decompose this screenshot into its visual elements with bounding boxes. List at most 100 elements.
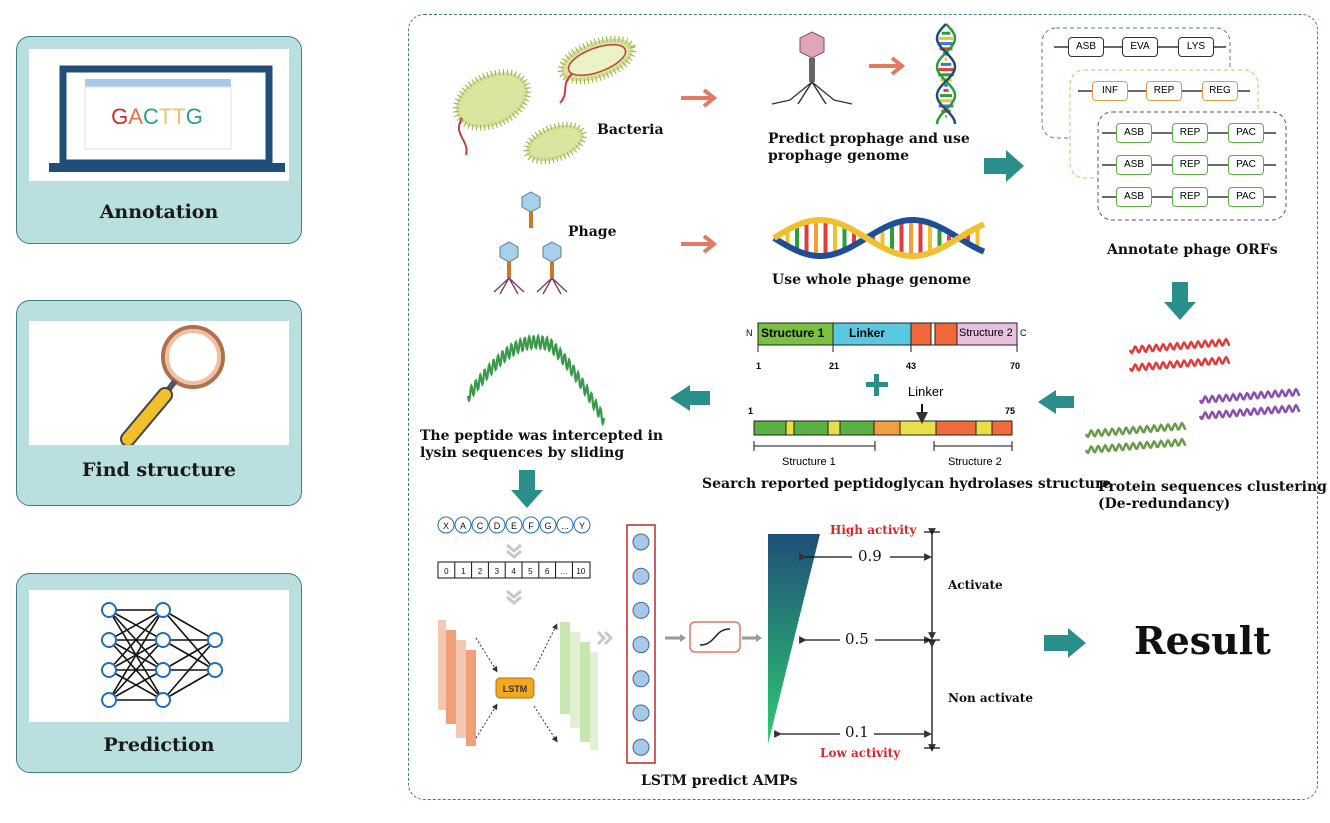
- annotation-illustration: GACTTG: [29, 49, 289, 181]
- threshold-markers: [774, 528, 940, 752]
- index-8: 10: [576, 567, 585, 576]
- plus-icon: [866, 374, 888, 396]
- index-2: 2: [478, 567, 483, 576]
- lstm-block: [495, 677, 535, 699]
- non-activate-label: Non activate: [948, 691, 1033, 705]
- sliding-label: The peptide was intercepted in lysin seq…: [420, 428, 664, 461]
- index-7: ...: [561, 567, 568, 576]
- structure-search-label: Search reported peptidoglycan hydrolases…: [702, 476, 1112, 492]
- cluster-sequences-illustration: [1084, 337, 1301, 455]
- find-structure-label: Find structure: [82, 459, 236, 481]
- index-3: 3: [495, 567, 500, 576]
- token-7: ...: [561, 521, 569, 531]
- workflow-panel: [408, 14, 1318, 800]
- token-4: E: [511, 521, 517, 531]
- orf-row1-0: ASB: [1068, 37, 1104, 57]
- input-feature-stack: [438, 620, 476, 746]
- orf-row3-2-1: REP: [1172, 187, 1208, 207]
- laptop-icon: GACTTG: [49, 65, 285, 172]
- prediction-label: Prediction: [103, 734, 215, 756]
- dna-helix-illustration: [935, 23, 957, 125]
- find-structure-illustration: [29, 321, 289, 447]
- orf-row3-1-1: REP: [1172, 155, 1208, 175]
- phage-label: Phage: [568, 224, 617, 240]
- prediction-illustration: [29, 590, 289, 722]
- bar2-structure2: Structure 2: [948, 456, 1002, 468]
- lstm-block-label: LSTM: [503, 684, 528, 694]
- annotation-card: GACTTG Annotation: [16, 36, 302, 244]
- prediction-card: Prediction: [16, 573, 302, 773]
- orf-row3-0-2: PAC: [1228, 123, 1264, 143]
- result-label: Result: [1134, 618, 1271, 663]
- bar1-tick-1: 1: [756, 361, 762, 371]
- neuron-column: [626, 524, 656, 764]
- down-chevrons: [506, 543, 522, 605]
- threshold-0-9: 0.9: [858, 547, 882, 565]
- bacteria-illustration: [452, 35, 637, 165]
- token-0: X: [443, 521, 449, 531]
- threshold-0-5: 0.5: [845, 630, 869, 648]
- phage-genome-helix-illustration: [772, 216, 986, 260]
- orf-row3-1-2: PAC: [1228, 155, 1264, 175]
- token-6: G: [544, 521, 551, 531]
- token-3: D: [494, 521, 501, 531]
- orf-row3-0-1: REP: [1172, 123, 1208, 143]
- orf-label: Annotate phage ORFs: [1107, 242, 1278, 258]
- prophage-illustration: [771, 31, 853, 105]
- structure-bar-2: [753, 404, 1013, 451]
- bar2-linker: Linker: [908, 384, 944, 399]
- token-1: A: [460, 521, 466, 531]
- bar1-tick-21: 21: [829, 361, 840, 371]
- bar1-structure1: Structure 1: [761, 326, 825, 340]
- activity-gradient: [768, 534, 820, 744]
- double-chevron-icon: [596, 630, 614, 646]
- prophage-step-label: Predict prophage and use prophage genome: [768, 131, 970, 164]
- clustering-label: Protein sequences clustering (De-redunda…: [1098, 479, 1327, 512]
- bar1-c-terminus: C: [1020, 328, 1027, 338]
- token-8: Y: [579, 521, 585, 531]
- sigmoid-icon: [665, 621, 762, 653]
- teal-arrows: [511, 150, 1196, 658]
- bar2-start: 1: [748, 406, 754, 416]
- orf-row3-0-0: ASB: [1116, 123, 1152, 143]
- index-0: 0: [444, 567, 449, 576]
- index-6: 6: [545, 567, 550, 576]
- token-2: C: [477, 521, 484, 531]
- neural-network-icon: [101, 602, 223, 708]
- orf-row3-1-0: ASB: [1116, 155, 1152, 175]
- bar1-tick-70: 70: [1010, 361, 1021, 371]
- bar2-structure1: Structure 1: [782, 456, 836, 468]
- orf-row2-2: REG: [1202, 81, 1238, 101]
- orf-row3-2-0: ASB: [1116, 187, 1152, 207]
- index-1: 1: [461, 567, 466, 576]
- orf-row2-1: REP: [1146, 81, 1182, 101]
- orf-row1-2: LYS: [1178, 37, 1214, 57]
- neuron-nodes: [632, 533, 650, 756]
- salmon-arrows: [681, 56, 906, 254]
- find-structure-card: Find structure: [16, 300, 302, 506]
- token-5: F: [528, 521, 534, 531]
- bar1-structure2: Structure 2: [959, 327, 1013, 339]
- threshold-0-1: 0.1: [845, 723, 869, 741]
- bar1-linker: Linker: [849, 326, 886, 340]
- bar1-n-terminus: N: [746, 328, 753, 338]
- high-activity-label: High activity: [830, 523, 917, 537]
- bar1-tick-43: 43: [906, 361, 917, 371]
- phage-genome-label: Use whole phage genome: [772, 272, 972, 288]
- bar2-end: 75: [1005, 406, 1016, 416]
- index-5: 5: [528, 567, 533, 576]
- annotation-label: Annotation: [99, 201, 219, 223]
- orf-row3-2-2: PAC: [1228, 187, 1264, 207]
- orf-row2-0: INF: [1092, 81, 1128, 101]
- lstm-predict-label: LSTM predict AMPs: [641, 773, 798, 789]
- orf-row1-1: EVA: [1122, 37, 1158, 57]
- activate-label: Activate: [948, 578, 1003, 592]
- dna-sequence: GACTTG: [111, 104, 203, 129]
- lstm-arrows: [475, 623, 558, 743]
- structure-bar-1: [757, 322, 1018, 352]
- phage-illustration: [493, 191, 568, 295]
- magnifier-icon: [120, 325, 225, 447]
